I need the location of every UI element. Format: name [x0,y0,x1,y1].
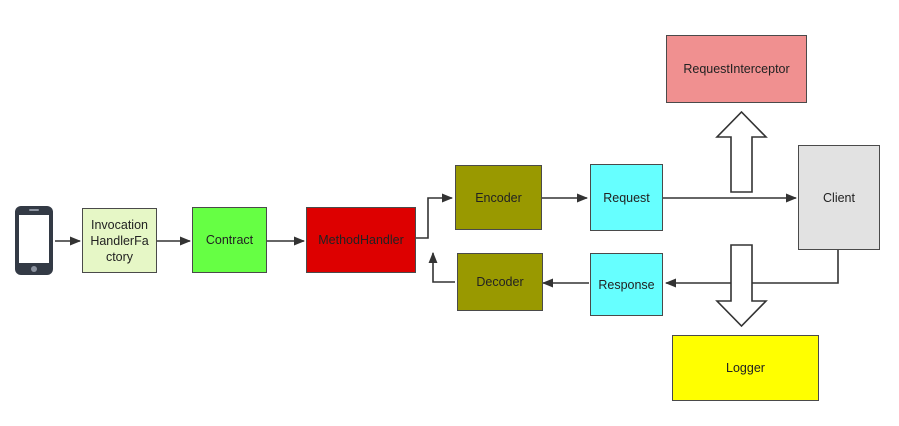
method-handler-box: MethodHandler [306,207,416,273]
logger-box: Logger [672,335,819,401]
invocation-handler-factory-label: InvocationHandlerFactory [90,217,149,264]
hollow-arrow-down-icon [715,244,768,328]
logger-label: Logger [726,361,765,375]
request-box: Request [590,164,663,231]
client-label: Client [823,190,855,205]
encoder-box: Encoder [455,165,542,230]
hollow-arrow-up-icon [715,110,768,193]
method-handler-label: MethodHandler [318,233,404,247]
invocation-handler-factory-box: InvocationHandlerFactory [82,208,157,273]
edge-methodhandler-encoder [416,193,454,239]
request-interceptor-box: RequestInterceptor [666,35,807,103]
request-label: Request [603,190,650,205]
contract-label: Contract [205,233,254,247]
request-interceptor-label: RequestInterceptor [683,62,790,76]
response-label: Response [598,277,655,292]
client-box: Client [798,145,880,250]
smartphone-icon [15,206,53,275]
decoder-label: Decoder [476,275,524,289]
edge-client-response [664,250,839,288]
encoder-label: Encoder [475,190,522,205]
response-box: Response [590,253,663,316]
decoder-box: Decoder [457,253,543,311]
edge-decoder-methodhandler [428,251,455,283]
contract-box: Contract [192,207,267,273]
